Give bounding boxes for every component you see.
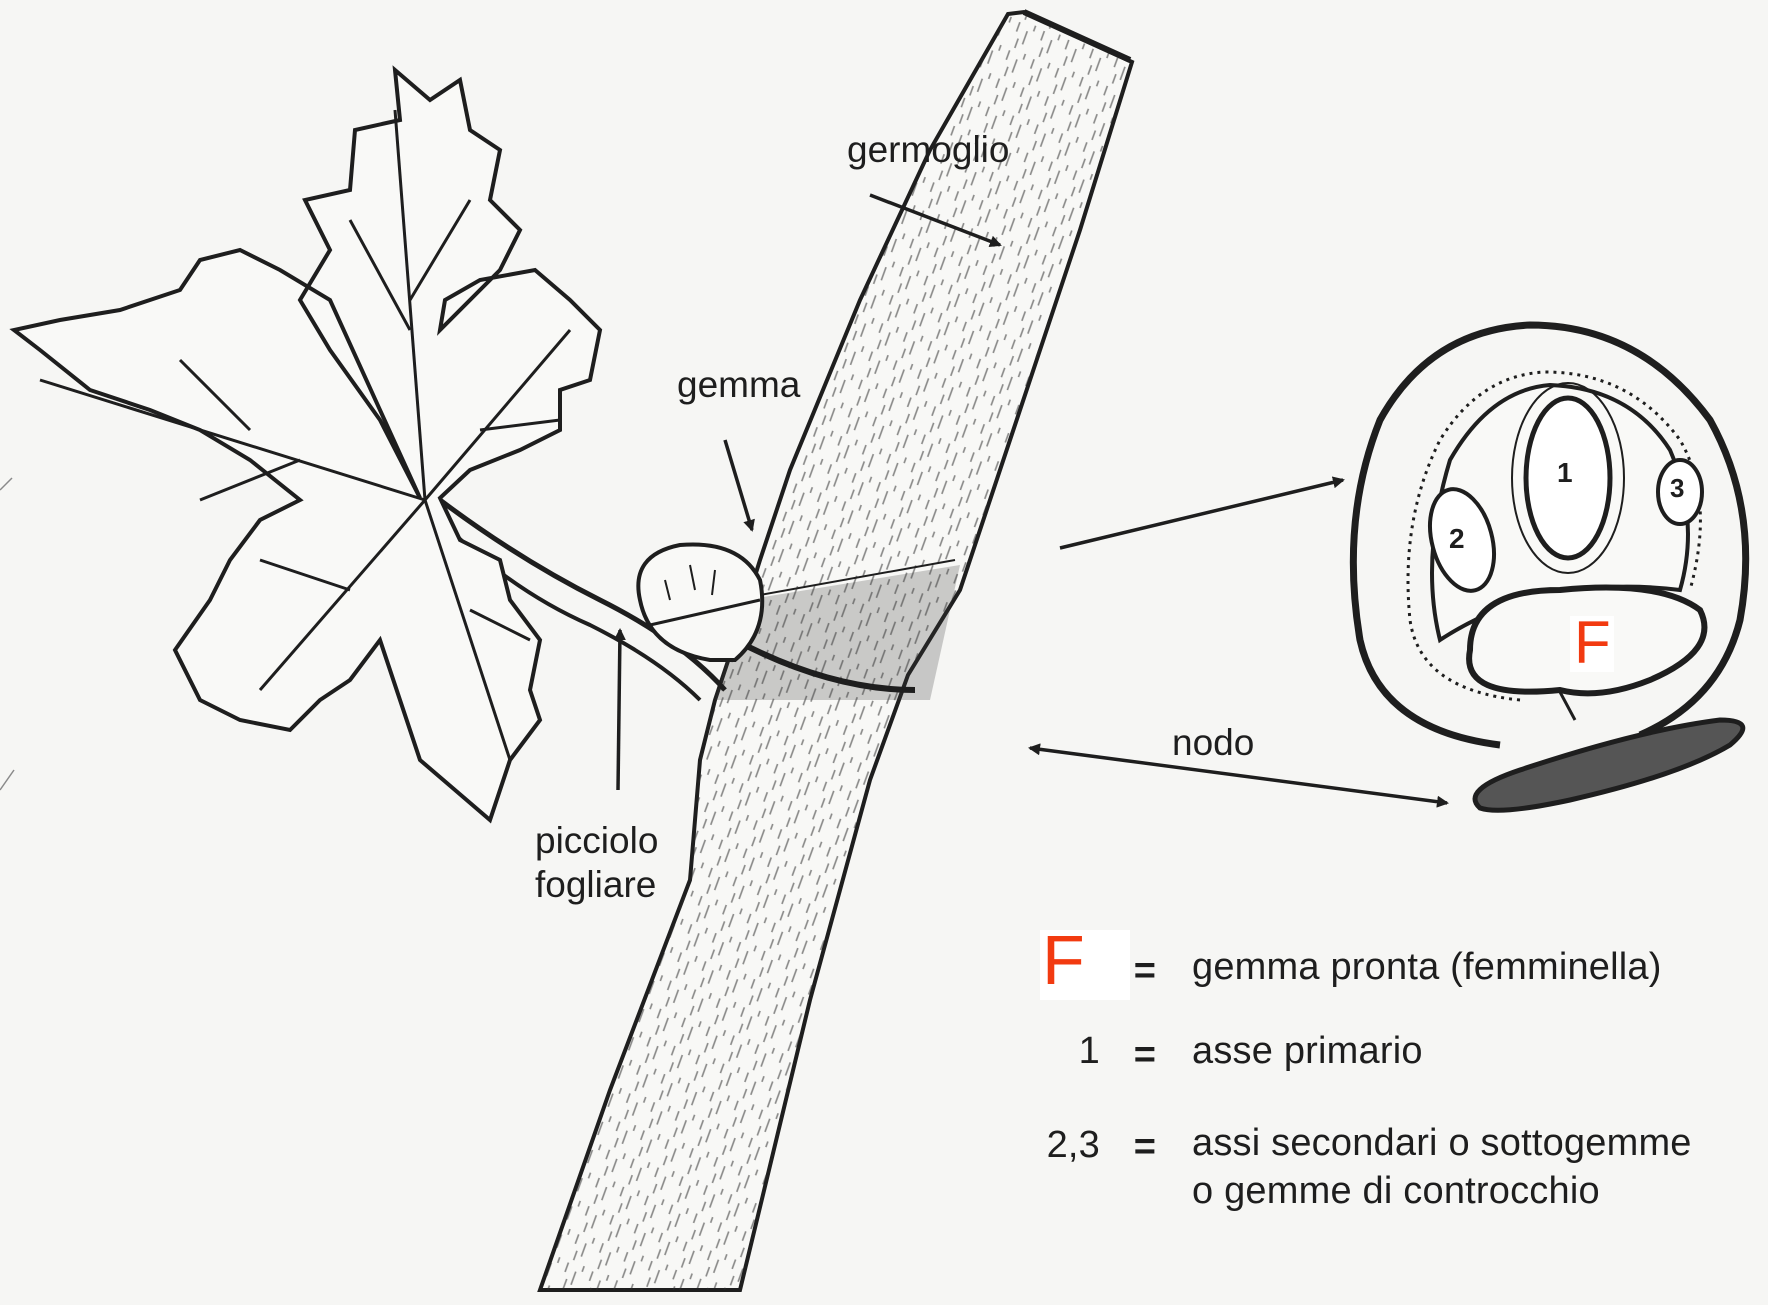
label-germoglio: germoglio bbox=[847, 131, 1009, 170]
label-picciolo: picciolo bbox=[535, 822, 658, 861]
slide-edge-decoration bbox=[0, 478, 14, 790]
legend-symbol-1: 1 bbox=[1010, 1032, 1100, 1072]
legend-eq-0: = bbox=[1125, 952, 1165, 992]
legend-text-0: gemma pronta (femminella) bbox=[1192, 948, 1662, 988]
arrow-gemma bbox=[725, 440, 752, 530]
section-label-1: 1 bbox=[1557, 458, 1573, 487]
section-marker-f: F bbox=[1574, 613, 1611, 673]
legend-symbol-f: F bbox=[1042, 925, 1085, 995]
legend-text-3: o gemme di controcchio bbox=[1192, 1172, 1600, 1212]
legend-eq-1: = bbox=[1125, 1036, 1165, 1076]
label-fogliare: fogliare bbox=[535, 866, 656, 905]
legend-text-2: assi secondari o sottogemme bbox=[1192, 1124, 1692, 1164]
shoot bbox=[540, 12, 1132, 1290]
legend-eq-2: = bbox=[1125, 1128, 1165, 1168]
grape-leaf bbox=[14, 70, 600, 820]
legend-symbol-2: 2,3 bbox=[1010, 1126, 1100, 1166]
bud-cross-section bbox=[1353, 325, 1745, 810]
legend-text-1: asse primario bbox=[1192, 1032, 1423, 1072]
label-nodo: nodo bbox=[1172, 724, 1254, 763]
bud bbox=[638, 544, 762, 660]
arrow-picciolo bbox=[618, 630, 620, 790]
arrow-to-section bbox=[1060, 480, 1343, 548]
section-label-3: 3 bbox=[1670, 475, 1684, 502]
label-gemma: gemma bbox=[677, 366, 800, 405]
section-label-2: 2 bbox=[1449, 524, 1465, 553]
